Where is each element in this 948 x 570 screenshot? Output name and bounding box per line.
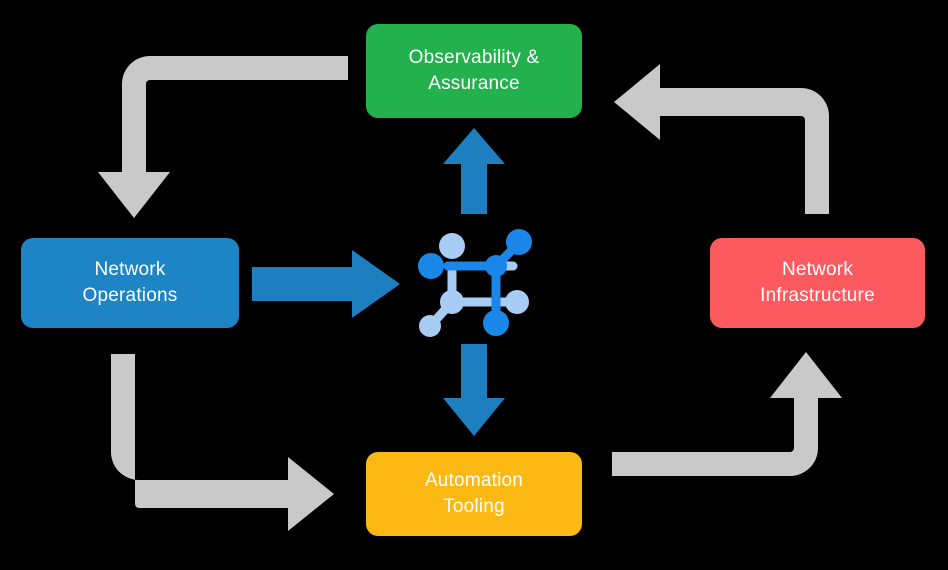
connector-center-to-observability bbox=[443, 128, 505, 214]
node-observability-assurance[interactable]: Observability & Assurance bbox=[366, 24, 582, 118]
connector-automation-to-infrastructure bbox=[612, 352, 842, 476]
node-network-infrastructure[interactable]: Network Infrastructure bbox=[710, 238, 925, 328]
node-network-operations[interactable]: Network Operations bbox=[21, 238, 239, 328]
network-topology-icon bbox=[418, 229, 532, 337]
connector-operations-to-automation bbox=[111, 354, 334, 531]
connector-operations-to-center bbox=[252, 250, 400, 318]
connector-infrastructure-to-observability bbox=[614, 64, 829, 214]
node-automation-tooling[interactable]: Automation Tooling bbox=[366, 452, 582, 536]
connector-center-to-automation bbox=[443, 344, 505, 436]
connector-observability-to-operations bbox=[98, 56, 348, 218]
